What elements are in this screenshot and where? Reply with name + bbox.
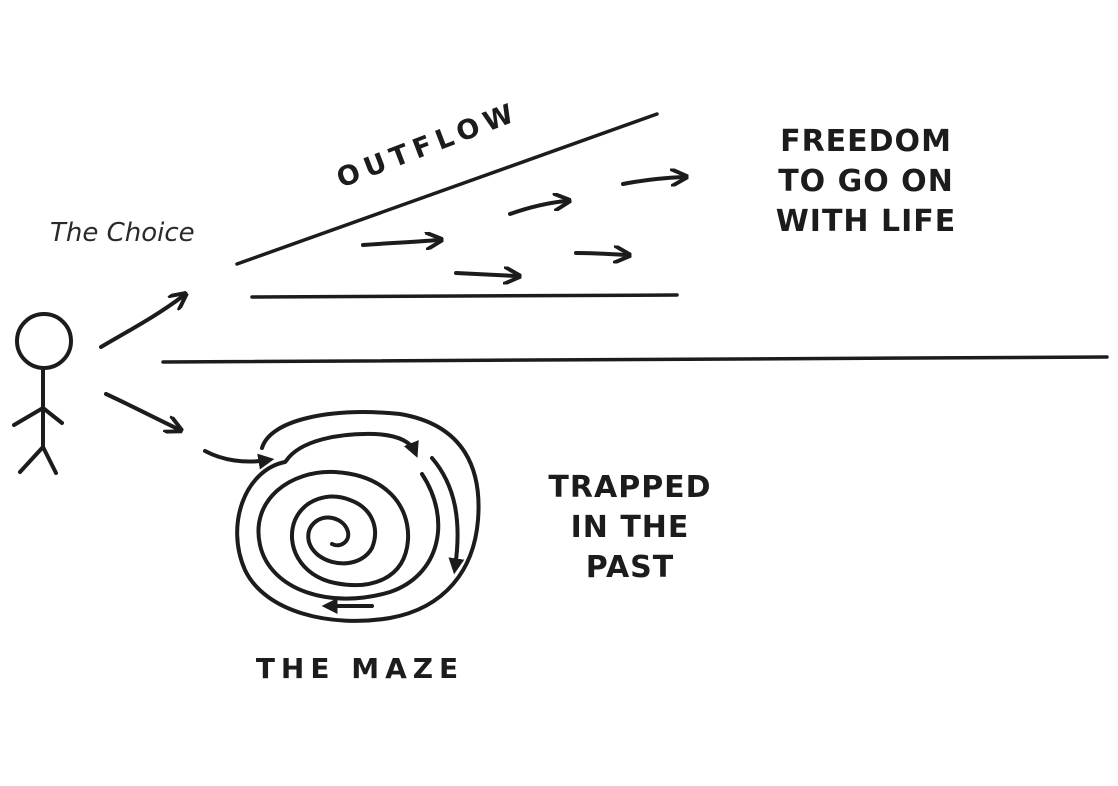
divider-line <box>161 355 1109 364</box>
choice-label: The Choice <box>50 218 195 248</box>
trapped-line: TRAPPED <box>548 470 712 505</box>
maze-spiral-icon <box>203 410 481 623</box>
choice-arrow-down <box>104 392 178 429</box>
trapped-line: PAST <box>585 550 675 585</box>
freedom-line: FREEDOM <box>780 124 952 159</box>
flow-arrow <box>574 253 626 255</box>
outflow-arrows <box>361 177 683 276</box>
flow-arrow <box>621 177 683 184</box>
outflow-upper-line <box>235 112 659 266</box>
stick-figure-icon <box>12 312 73 475</box>
outflow-lower-line <box>250 293 679 299</box>
flow-arrow <box>361 240 438 245</box>
flow-arrow <box>454 273 516 276</box>
flow-arrow <box>508 201 566 216</box>
freedom-line: TO GO ON <box>778 164 954 199</box>
maze-label: THE MAZE <box>255 652 465 685</box>
trapped-line: IN THE <box>570 510 690 545</box>
freedom-line: WITH LIFE <box>775 204 957 239</box>
freedom-text: FREEDOM TO GO ON WITH LIFE <box>756 122 976 242</box>
choice-arrow-up <box>99 296 183 349</box>
trapped-text: TRAPPED IN THE PAST <box>530 468 730 588</box>
